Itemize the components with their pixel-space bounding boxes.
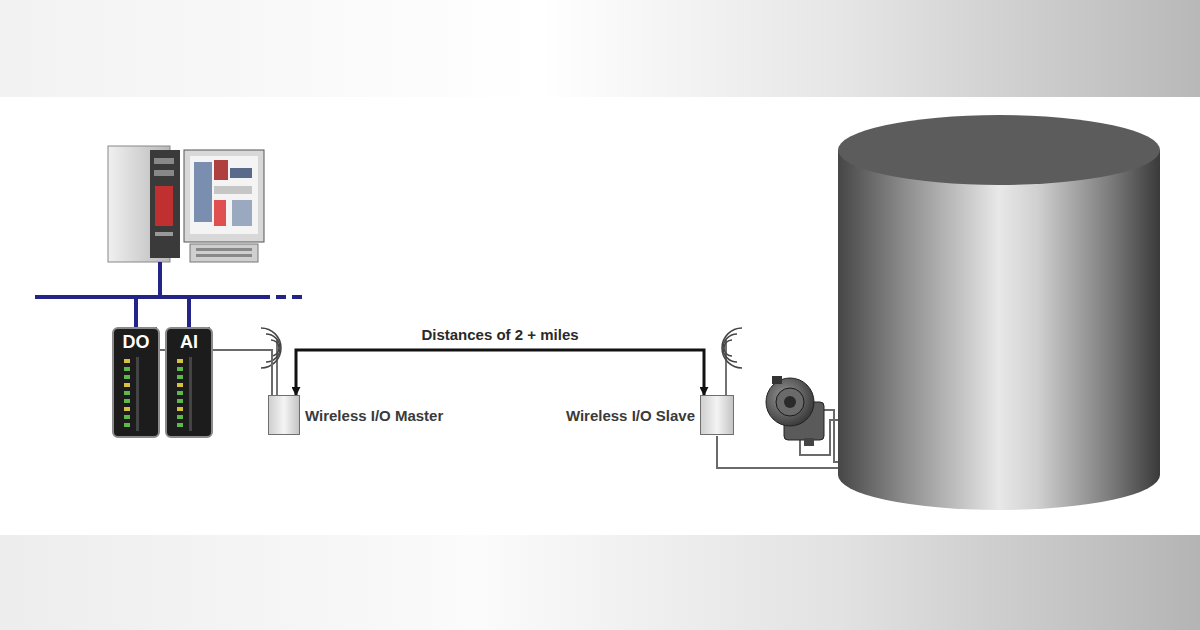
led bbox=[124, 375, 130, 379]
led bbox=[124, 415, 130, 419]
led bbox=[124, 423, 130, 427]
led bbox=[124, 359, 130, 363]
network-bus bbox=[35, 262, 306, 327]
led bbox=[177, 391, 183, 395]
computer bbox=[108, 146, 264, 262]
led bbox=[177, 423, 183, 427]
module-label: AI bbox=[167, 329, 211, 352]
led bbox=[177, 399, 183, 403]
led bbox=[124, 407, 130, 411]
led bbox=[177, 415, 183, 419]
io-wire bbox=[209, 327, 272, 395]
slave-antenna bbox=[722, 328, 742, 395]
led bbox=[177, 367, 183, 371]
top-band bbox=[0, 0, 1200, 97]
status-leds bbox=[177, 355, 197, 435]
io-module: DO bbox=[112, 327, 160, 438]
link-label: Distances of 2 + miles bbox=[418, 326, 581, 344]
terminal-strip bbox=[189, 357, 192, 431]
led bbox=[124, 383, 130, 387]
led bbox=[124, 399, 130, 403]
led bbox=[177, 375, 183, 379]
led bbox=[177, 383, 183, 387]
radio-link-arrow bbox=[296, 350, 704, 395]
module-label: DO bbox=[114, 329, 158, 352]
radio-label: Wireless I/O Master bbox=[305, 407, 444, 425]
radio-box: Wireless I/O Master bbox=[268, 395, 300, 435]
led bbox=[177, 407, 183, 411]
terminal-strip bbox=[136, 357, 139, 431]
storage-tank bbox=[838, 115, 1160, 510]
bottom-band bbox=[0, 535, 1200, 630]
led bbox=[124, 367, 130, 371]
io-module: AI bbox=[165, 327, 213, 438]
led bbox=[124, 391, 130, 395]
radio-box: Wireless I/O Slave bbox=[700, 395, 734, 435]
status-leds bbox=[124, 355, 144, 435]
led bbox=[177, 359, 183, 363]
transmitter bbox=[766, 376, 824, 446]
radio-label: Wireless I/O Slave bbox=[566, 407, 696, 425]
